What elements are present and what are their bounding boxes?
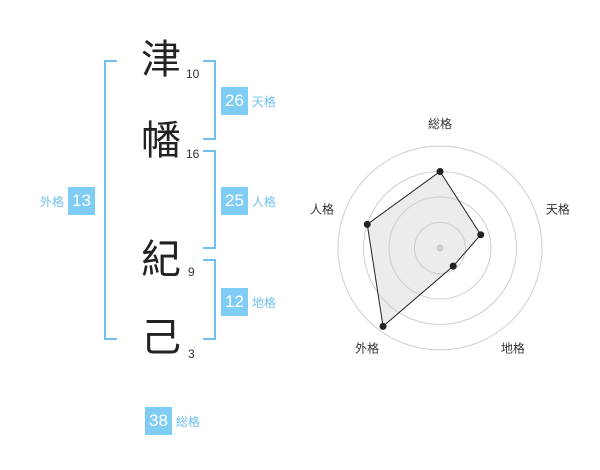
radar-axis-label-3: 地格 bbox=[501, 340, 525, 355]
tenkaku-badge: 26 天格 bbox=[221, 87, 280, 115]
gaikaku-badge: 外格 13 bbox=[36, 187, 95, 215]
tenkaku-label: 天格 bbox=[251, 94, 276, 109]
soukaku-value: 38 bbox=[145, 407, 172, 435]
radar-ring-2 bbox=[388, 196, 492, 300]
name-char-3: 紀 bbox=[141, 237, 181, 283]
radar-point-2 bbox=[477, 231, 485, 239]
radar-point-4 bbox=[379, 322, 387, 330]
radar-area bbox=[366, 170, 482, 328]
jinkaku-bracket bbox=[203, 150, 216, 249]
name-char-4: 己 bbox=[141, 315, 181, 361]
radar-axis-label-4: 外格 bbox=[355, 340, 379, 355]
tenkaku-value: 26 bbox=[221, 87, 248, 115]
chikaku-badge: 12 地格 bbox=[221, 288, 280, 316]
radar-point-5 bbox=[363, 220, 371, 228]
jinkaku-badge: 25 人格 bbox=[221, 187, 280, 215]
name-char-2: 幡 bbox=[141, 118, 181, 164]
gaikaku-bracket bbox=[104, 60, 117, 340]
gaikaku-value: 13 bbox=[68, 187, 95, 215]
soukaku-badge: 38 総格 bbox=[145, 407, 204, 435]
radar-ring-1 bbox=[414, 222, 466, 274]
stroke-count-3: 9 bbox=[188, 265, 195, 279]
radar-point-1 bbox=[436, 168, 444, 175]
chikaku-value: 12 bbox=[221, 288, 248, 316]
soukaku-label: 総格 bbox=[175, 414, 200, 429]
stroke-count-2: 16 bbox=[186, 147, 200, 161]
stroke-count-1: 10 bbox=[186, 67, 200, 81]
gaikaku-label: 外格 bbox=[40, 194, 65, 209]
radar-center bbox=[436, 244, 444, 252]
chikaku-label: 地格 bbox=[251, 295, 276, 310]
radar-point-3 bbox=[449, 262, 457, 270]
radar-axis-label-1: 総格 bbox=[428, 116, 452, 131]
stroke-count-4: 3 bbox=[188, 347, 195, 361]
chikaku-bracket bbox=[203, 259, 216, 340]
name-char-1: 津 bbox=[141, 37, 181, 83]
radar-axis-label-5: 人格 bbox=[310, 202, 334, 217]
jinkaku-label: 人格 bbox=[251, 194, 276, 209]
radar-axis-label-2: 天格 bbox=[546, 202, 570, 217]
tenkaku-bracket bbox=[203, 60, 216, 140]
jinkaku-value: 25 bbox=[221, 187, 248, 215]
